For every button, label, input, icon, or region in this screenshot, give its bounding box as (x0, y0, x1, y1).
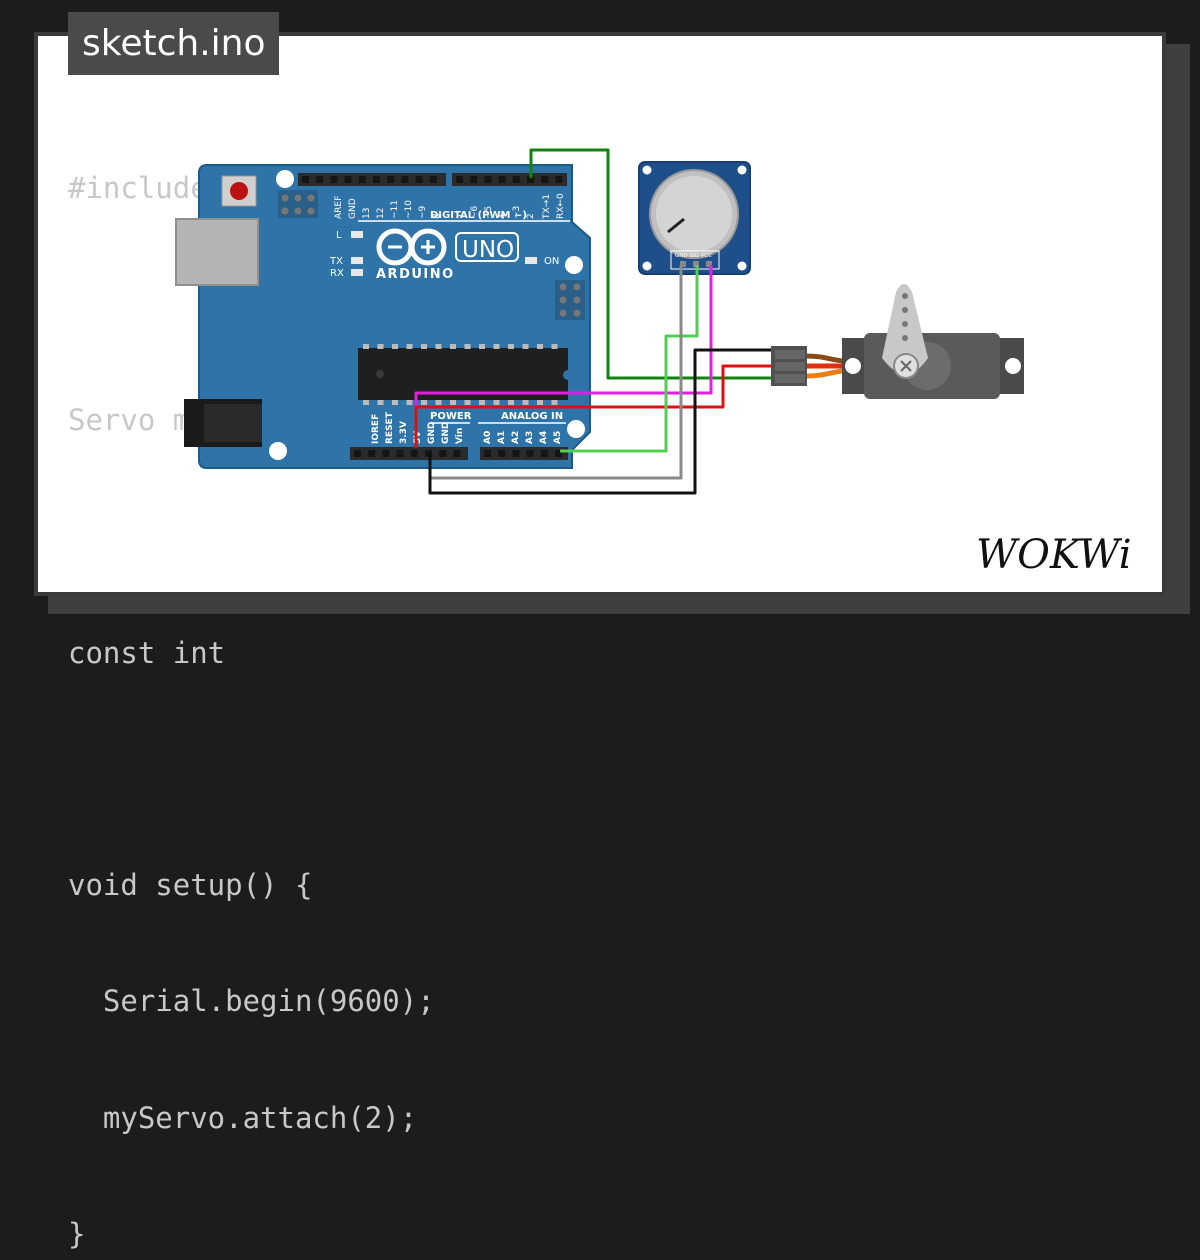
led-rx-label: RX (330, 268, 344, 279)
led-rx (351, 269, 363, 276)
led-tx-label: TX (329, 256, 343, 267)
chip-pins (363, 344, 558, 405)
power-pin-label: Vin (455, 428, 465, 444)
mounting-hole (269, 442, 287, 460)
power-pin-label: 3.3V (399, 421, 409, 444)
digital-pin-label: ~9 (418, 205, 428, 219)
led-l-label: L (336, 230, 342, 241)
digital-pin-label: ~6 (470, 205, 480, 219)
mounting-hole (276, 170, 294, 188)
wokwi-logo: WOKWi (976, 532, 1132, 578)
atmega-chip (358, 348, 568, 400)
digital-pin-label: 8 (432, 213, 442, 219)
digital-pin-label: ~10 (404, 200, 414, 219)
analog-header[interactable] (480, 447, 568, 460)
arduino-uno-board[interactable]: AREF GND 13 12 ~11 ~10 ~9 8 7 ~6 ~5 4 ~3 2 TX→1 RX←0 DI… (175, 164, 591, 469)
digital-pin-label: 12 (376, 208, 386, 219)
wire-gnd-servo[interactable] (428, 348, 771, 495)
analog-pin-label: A2 (511, 431, 521, 444)
potentiometer[interactable]: GND SIG VCC (638, 161, 751, 275)
mounting-hole (567, 420, 585, 438)
power-header[interactable] (350, 447, 468, 460)
digital-pin-label: ~3 (512, 206, 522, 219)
circuit-diagram: AREF GND 13 12 ~11 ~10 ~9 8 7 ~6 ~5 4 ~3 2 TX→1 RX←0 DI… (175, 148, 1024, 495)
potentiometer-pin-labels: GND SIG VCC (675, 253, 712, 259)
power-pin-labels: IOREF RESET 3.3V 5V GND GND Vin (371, 411, 465, 444)
led-l (351, 231, 363, 238)
analog-pin-label: A1 (497, 431, 507, 444)
wires (414, 148, 771, 495)
analog-pin-label: A0 (483, 431, 493, 444)
analog-label: ANALOG IN (501, 411, 563, 422)
code-line: } (68, 1216, 86, 1251)
digital-pin-label: 4 (498, 213, 508, 219)
wire-vcc-servo[interactable] (414, 364, 771, 448)
arduino-infinity-logo (376, 228, 447, 266)
code-line: myServo.attach(2); (68, 1100, 418, 1135)
power-pin-label: RESET (385, 411, 395, 444)
icsp-header-usb (278, 190, 318, 218)
digital-pin-label: ~5 (484, 206, 494, 219)
reset-button-cap (230, 182, 248, 200)
brand-label: ARDUINO (376, 267, 455, 282)
analog-pin-labels: A0 A1 A2 A3 A4 A5 (483, 431, 563, 444)
code-line: Serial.begin(9600); (68, 984, 435, 1019)
filename-tab[interactable]: sketch.ino (68, 12, 280, 75)
potentiometer-knob[interactable] (656, 176, 732, 252)
reset-button[interactable] (221, 175, 257, 207)
wire-sig-pot[interactable] (560, 265, 699, 453)
digital-pin-label: AREF (334, 196, 344, 219)
digital-pin-label: 7 (456, 213, 466, 219)
analog-pin-label: A5 (553, 431, 563, 444)
digital-label: DIGITAL (PWM ~) (430, 210, 527, 221)
power-pin-label: GND (441, 422, 451, 444)
analog-pin-label: A3 (525, 431, 535, 444)
power-pin-label: IOREF (371, 414, 381, 444)
digital-pin-labels: AREF GND 13 12 ~11 ~10 ~9 8 7 ~6 ~5 4 ~3 2 TX→1 RX←0 (334, 193, 566, 220)
digital-pin-label: 13 (362, 208, 372, 219)
digital-pin-label: RX←0 (556, 193, 566, 219)
wire-signal-servo[interactable] (529, 148, 771, 380)
icsp-header (555, 280, 585, 320)
led-on (525, 257, 537, 264)
digital-pin-holes (302, 176, 563, 183)
led-on-label: ON (544, 256, 559, 267)
uno-badge (455, 232, 519, 262)
power-label: POWER (430, 411, 472, 422)
code-line: const int (68, 635, 226, 670)
mounting-hole (565, 256, 583, 274)
bottom-pin-holes (354, 450, 562, 457)
digital-pin-label: TX→1 (542, 194, 552, 220)
model-label: UNO (462, 237, 514, 263)
led-tx (351, 257, 363, 264)
wokwi-logo-text: WOKWi (976, 532, 1132, 578)
code-line (68, 745, 435, 793)
servo-horn[interactable] (882, 284, 928, 374)
power-pin-label: 5V (413, 431, 423, 444)
digital-pin-label: GND (348, 198, 358, 219)
analog-pin-label: A4 (539, 431, 549, 444)
digital-pin-label: ~11 (390, 200, 400, 219)
power-pin-label: GND (427, 422, 437, 444)
knob-indicator (667, 217, 685, 234)
code-line: void setup() { (68, 868, 313, 903)
usb-port (175, 218, 259, 286)
digital-pin-label: 2 (526, 213, 536, 219)
servo-motor[interactable] (771, 284, 1024, 399)
